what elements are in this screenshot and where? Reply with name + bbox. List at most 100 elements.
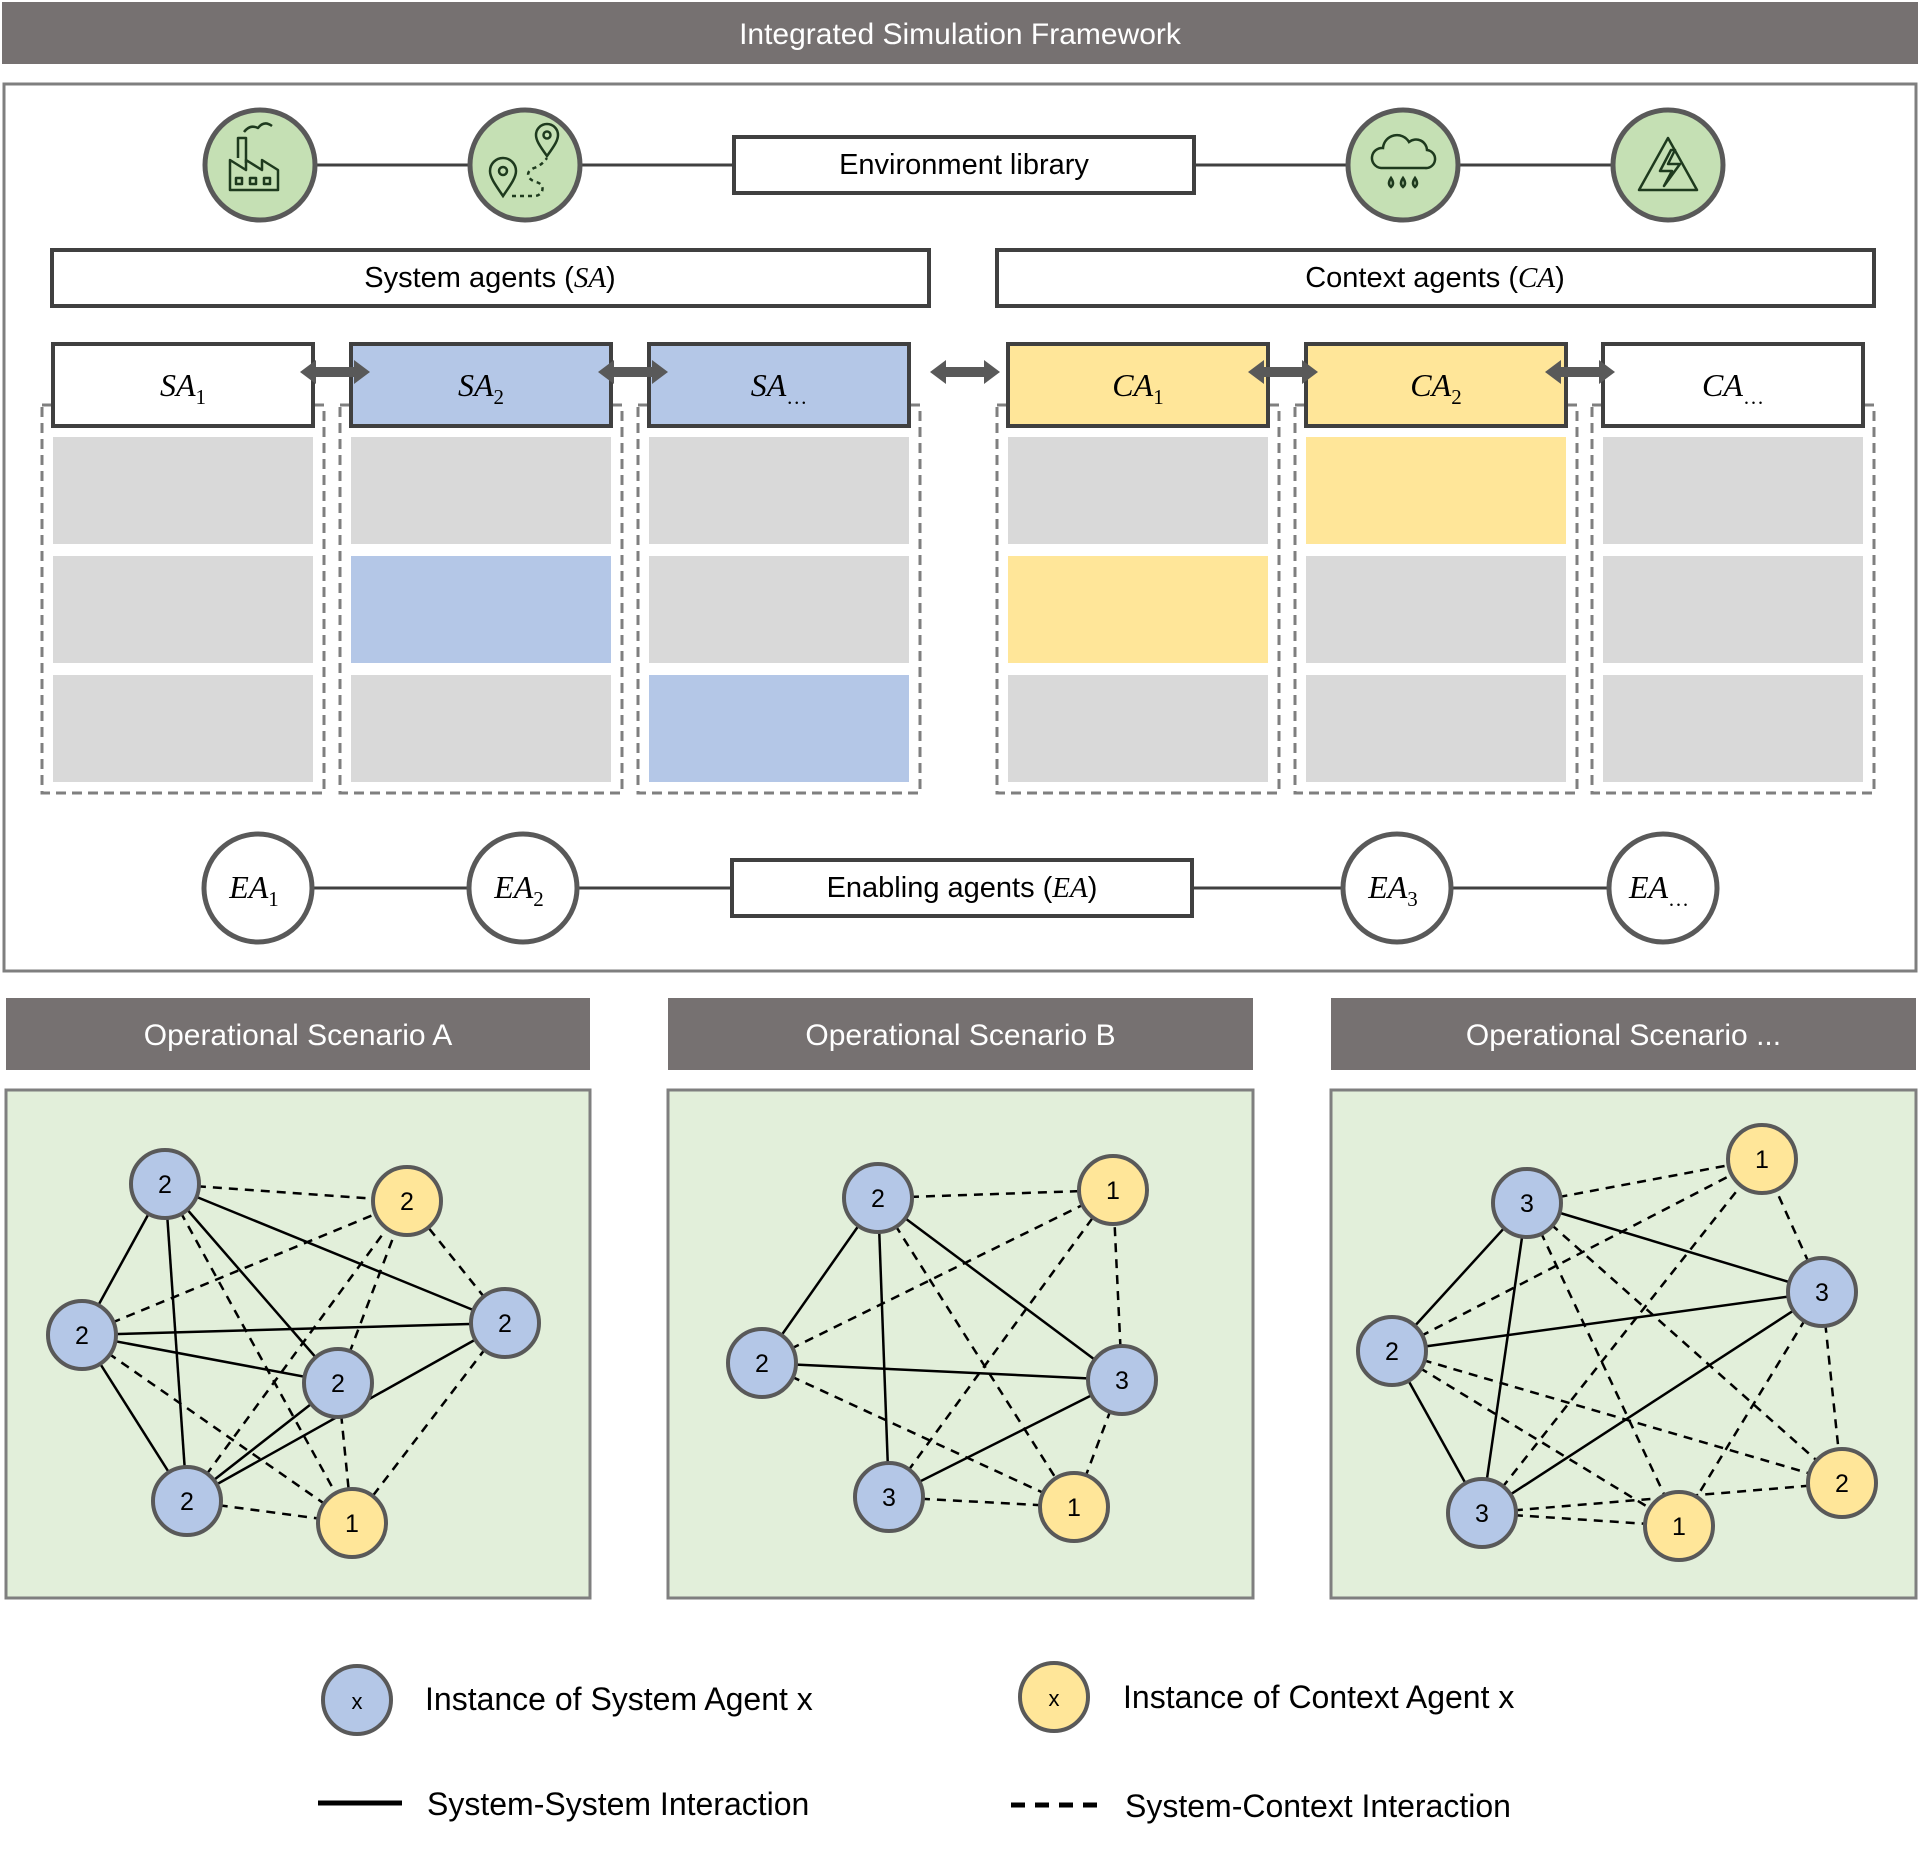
system-context-edge [1677, 1291, 1824, 1527]
system-agent-header-box [349, 342, 613, 428]
context-agents-box: Context agents (CA) [995, 248, 1876, 308]
system-context-edge [1391, 1157, 1763, 1353]
system-agent-instance: 2 [129, 1148, 201, 1220]
system-agent-column-cell [649, 556, 909, 663]
system-agent-header-box [51, 342, 315, 428]
instance-label: 2 [755, 1350, 769, 1378]
context-agent-header-box [1601, 342, 1865, 428]
context-agent-instance: 2 [1806, 1447, 1878, 1519]
context-agent-column-cell [1306, 556, 1566, 663]
context-agent-column-cell [1008, 437, 1268, 544]
legend-dashed-label: System-Context Interaction [1125, 1788, 1511, 1824]
system-system-edge [1481, 1290, 1823, 1515]
system-system-edge [163, 1183, 189, 1502]
instance-label: 2 [75, 1322, 89, 1350]
system-system-edge [81, 1333, 339, 1385]
system-agent-instance: 3 [1786, 1256, 1858, 1328]
system-agent-column-1: SA1 [40, 342, 326, 795]
context-agent-header-box [1006, 342, 1270, 428]
system-agent-column-frame [636, 403, 922, 795]
legend-system-node [321, 1664, 393, 1736]
legend-system-instance: x Instance of System Agent x [321, 1664, 813, 1736]
system-context-edge [185, 1200, 409, 1502]
system-agent-column-cell [649, 437, 909, 544]
instance-label: 1 [1106, 1177, 1120, 1205]
system-context-edge [81, 1199, 408, 1337]
system-context-edge [186, 1499, 353, 1525]
enabling-agent-node: EA… [1606, 831, 1720, 945]
system-context-edge [877, 1188, 1114, 1200]
system-context-edge [81, 1333, 353, 1525]
enabling-agent-label: EA… [1628, 869, 1689, 911]
system-agent-instance: 3 [853, 1461, 925, 1533]
context-agent-column-cell [1603, 675, 1863, 782]
framework-title: Integrated Simulation Framework [739, 18, 1182, 51]
scenario-header [6, 998, 590, 1070]
instance-label: 3 [1475, 1500, 1489, 1528]
system-context-edge [1391, 1349, 1843, 1485]
system-agents-label: System agents (SA) [364, 262, 615, 294]
instance-label: 1 [1755, 1146, 1769, 1174]
legend-system-label: Instance of System Agent x [425, 1681, 813, 1717]
context-agent-column-1: CA1 [995, 342, 1281, 795]
system-agent-instance: 2 [469, 1287, 541, 1359]
instance-label: 2 [400, 1188, 414, 1216]
system-agent-column-frame [40, 403, 326, 795]
legend-dashed-line: System-Context Interaction [1011, 1788, 1511, 1824]
instance-label: 1 [345, 1510, 359, 1538]
legend-solid-line: System-System Interaction [318, 1786, 809, 1822]
operational-scenarios: Operational Scenario A 2 2 2 2 2 2 1 Operational… [4, 998, 1918, 1600]
environment-library-label: Environment library [839, 149, 1089, 181]
context-agent-column-frame [1590, 403, 1876, 795]
system-context-edge [1526, 1202, 1843, 1484]
enabling-agent-node: EA2 [466, 831, 580, 945]
system-agent-column-2: SA2 [338, 342, 624, 795]
enabling-agent-label: EA1 [228, 869, 279, 911]
system-system-edge [1391, 1290, 1823, 1353]
scenario-title: Operational Scenario A [144, 1019, 453, 1052]
scenario-title: Operational Scenario ... [1466, 1019, 1781, 1052]
context-agent-column-2: CA2 [1293, 342, 1579, 795]
instance-label: 3 [882, 1484, 896, 1512]
system-agent-instance: 2 [151, 1465, 223, 1537]
system-agent-instance: 2 [1356, 1315, 1428, 1387]
system-context-edge [1481, 1158, 1763, 1514]
instance-label: 3 [1815, 1279, 1829, 1307]
system-agent-header-label: SA2 [458, 367, 504, 409]
system-system-edge [164, 1182, 506, 1325]
system-agent-column-cell [53, 675, 313, 782]
system-system-edge [81, 1321, 506, 1337]
legend-system-symbol: x [352, 1689, 363, 1714]
context-agent-column-frame [1293, 403, 1579, 795]
legend: x Instance of System Agent x x Instance … [318, 1661, 1514, 1824]
enabling-agent-node: EA1 [201, 831, 315, 945]
context-agent-header-label: CA… [1702, 367, 1764, 409]
system-agent-instance: 3 [1446, 1477, 1518, 1549]
enabling-agent-label: EA3 [1367, 869, 1418, 911]
system-context-edge [163, 1183, 354, 1524]
instance-label: 2 [180, 1488, 194, 1516]
instance-label: 1 [1067, 1494, 1081, 1522]
system-system-edge [876, 1197, 891, 1498]
context-agent-column-frame [995, 403, 1281, 795]
factory-icon [202, 107, 318, 223]
system-context-edge [351, 1322, 506, 1524]
enabling-agent-label: EA2 [493, 869, 544, 911]
context-agent-column-cell [1306, 675, 1566, 782]
instance-label: 3 [1520, 1190, 1534, 1218]
system-system-edge [761, 1361, 1123, 1382]
context-agents-label: Context agents (CA) [1305, 262, 1565, 294]
context-agent-instance: 1 [316, 1487, 388, 1559]
context-agent-column-3: CA… [1590, 342, 1876, 795]
system-agent-header-box [647, 342, 911, 428]
context-agent-instance: 1 [1726, 1123, 1798, 1195]
instance-label: 2 [1385, 1338, 1399, 1366]
system-agent-column-cell [53, 437, 313, 544]
enabling-agent-node: EA3 [1340, 831, 1454, 945]
context-agent-instance: 2 [371, 1165, 443, 1237]
legend-context-symbol: x [1049, 1686, 1060, 1711]
context-agent-instance: 1 [1643, 1490, 1715, 1562]
